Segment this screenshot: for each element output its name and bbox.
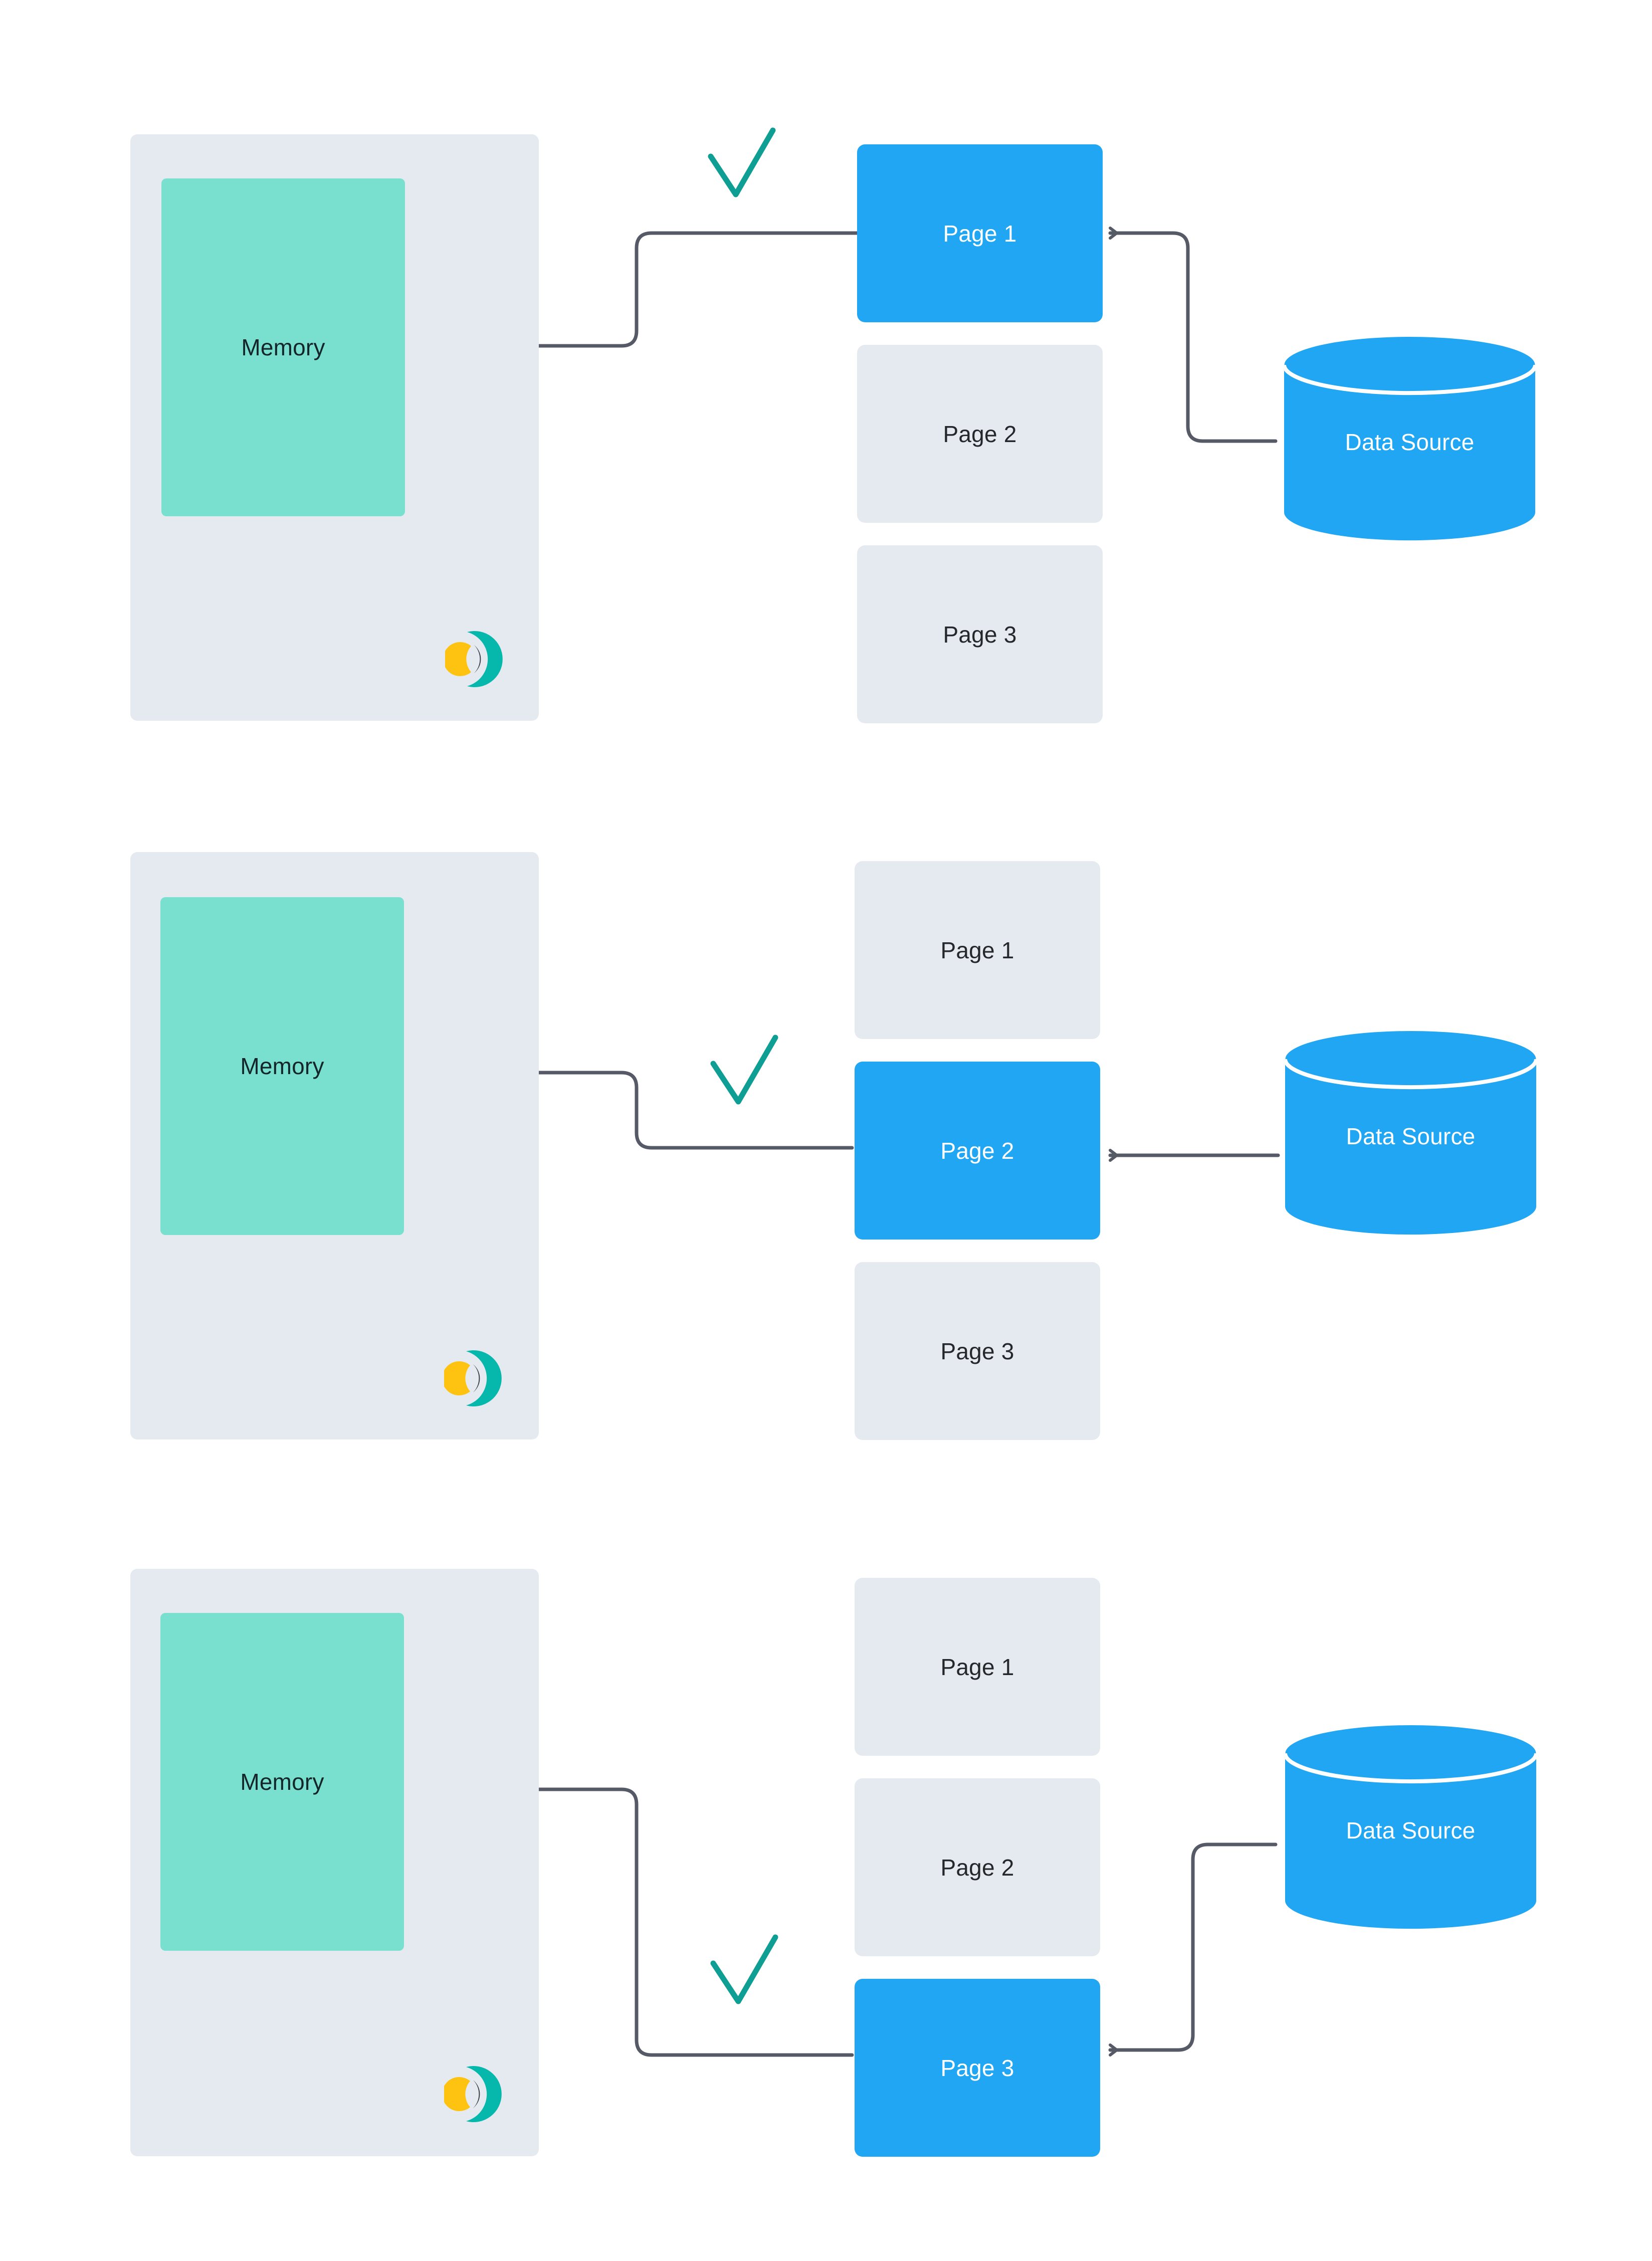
page-box-2-3[interactable]: Page 3 [855,1262,1100,1440]
memory-box-3: Memory [160,1613,404,1951]
page-box-2-1[interactable]: Page 1 [855,861,1100,1039]
data-source-label: Data Source [1346,1123,1476,1149]
memory-box-1: Memory [161,178,405,516]
page-label: Page 3 [943,621,1017,648]
page-box-3-2[interactable]: Page 2 [855,1778,1100,1956]
brand-logo-1 [445,631,503,687]
page-label: Page 2 [940,1854,1014,1881]
memory-label: Memory [240,1769,324,1795]
page-label: Page 1 [943,220,1017,247]
data-source-label: Data Source [1346,1817,1476,1843]
brand-logo-3 [444,2066,502,2122]
page-label: Page 1 [940,1654,1014,1680]
check-icon-2 [710,1035,778,1105]
data-source-label: Data Source [1345,429,1475,455]
data-source-1[interactable]: Data Source [1282,336,1537,541]
page-label: Page 2 [943,421,1017,447]
arrow-datasource-to-page3 [1108,1842,1278,2057]
page-box-1-3[interactable]: Page 3 [857,545,1103,723]
memory-label: Memory [240,1053,324,1079]
data-source-3[interactable]: Data Source [1283,1724,1538,1930]
arrow-datasource-to-page1 [1108,227,1278,443]
page-label: Page 2 [940,1137,1014,1164]
page-label: Page 3 [940,1338,1014,1364]
check-icon-3 [710,1934,778,2004]
page-label: Page 1 [940,937,1014,963]
page-box-1-2[interactable]: Page 2 [857,345,1103,523]
memory-label: Memory [241,334,325,360]
data-source-2[interactable]: Data Source [1283,1030,1538,1236]
memory-box-2: Memory [160,897,404,1235]
page-box-3-1[interactable]: Page 1 [855,1578,1100,1756]
check-icon-1 [708,127,776,197]
page-label: Page 3 [940,2054,1014,2081]
page-box-2-2[interactable]: Page 2 [855,1062,1100,1240]
brand-logo-2 [444,1350,502,1406]
page-box-1-1[interactable]: Page 1 [857,144,1103,322]
page-box-3-3[interactable]: Page 3 [855,1979,1100,2157]
